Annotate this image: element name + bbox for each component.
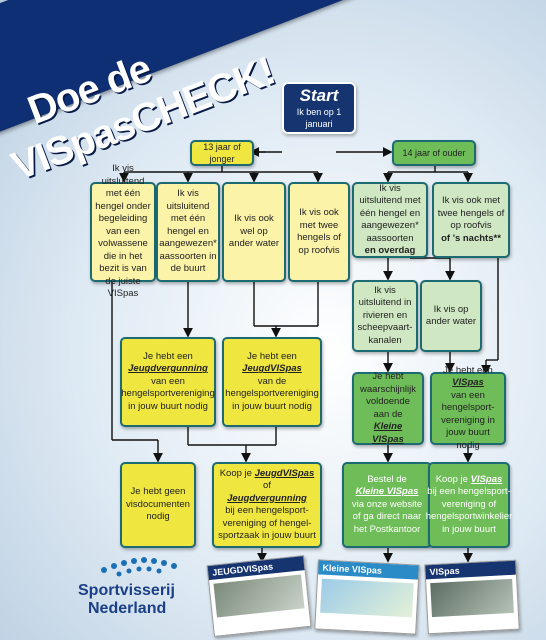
card-vispas-title: VISpas xyxy=(425,560,516,580)
start-box: Start Ik ben op 1 januari xyxy=(282,82,356,134)
question-c2: Ik vis op ander water xyxy=(420,280,482,352)
age-young-box: 13 jaar of jonger xyxy=(190,140,254,166)
card-vispas: VISpas xyxy=(424,559,520,635)
question-c1: Ik vis uitsluitend in rivieren en scheep… xyxy=(352,280,418,352)
card-vispas-photo xyxy=(430,578,514,618)
result-jeugdvergunning: Je hebt een Jeugdvergunning van een heng… xyxy=(120,337,216,427)
card-kleine-vispas-title: Kleine VISpas xyxy=(318,560,419,580)
card-kleine-vispas: Kleine VISpas xyxy=(314,559,420,635)
question-b2: Ik vis ook met twee hengels of op roofvi… xyxy=(432,182,510,258)
start-subtitle: Ik ben op 1 januari xyxy=(296,107,342,129)
logo-line-1: Sportvisserij xyxy=(78,582,175,599)
logo-line-2: Nederland xyxy=(88,600,167,617)
logo-text: Sportvisserij Nederland xyxy=(78,582,175,618)
action-no-documents: Je hebt geen visdocumenten nodig xyxy=(120,462,196,548)
age-young-label: 13 jaar of jonger xyxy=(203,141,241,165)
card-kleine-vispas-map xyxy=(320,578,414,618)
question-a1: Ik vis uitsluitend met één hengel onder … xyxy=(90,163,156,299)
card-jeugdvispas: JEUGDVISpas xyxy=(206,555,312,637)
action-order-kleine: Bestel de Kleine VISpas via onze website… xyxy=(342,462,432,548)
question-a4: Ik vis ook met twee hengels of op roofvi… xyxy=(288,182,350,282)
action-buy-vispas: Koop je VISpas bij een hengelsport-veren… xyxy=(426,462,512,548)
age-old-box: 14 jaar of ouder xyxy=(392,140,476,166)
question-a2: Ik vis uitsluitend met één hengel en aan… xyxy=(156,182,220,282)
result-vispas: Je hebt een VISpas van een hengelsport-v… xyxy=(430,365,506,451)
age-old-label: 14 jaar of ouder xyxy=(402,147,466,158)
logo-wave-icon xyxy=(101,557,177,577)
action-buy-jeugd: Koop je JeugdVISpas of Jeugdvergunning b… xyxy=(212,462,322,548)
result-kleine-vispas: Je hebt waarschijnlijk voldoende aan de … xyxy=(352,371,424,445)
card-jeugdvispas-photo xyxy=(213,574,305,618)
result-jeugdvispas: Je hebt een JeugdVISpas van de hengelspo… xyxy=(222,337,322,427)
start-title: Start xyxy=(299,86,339,105)
question-b1: Ik vis uitsluitend met één hengel en aan… xyxy=(352,182,428,258)
question-a3: Ik vis ook wel op ander water xyxy=(222,182,286,282)
